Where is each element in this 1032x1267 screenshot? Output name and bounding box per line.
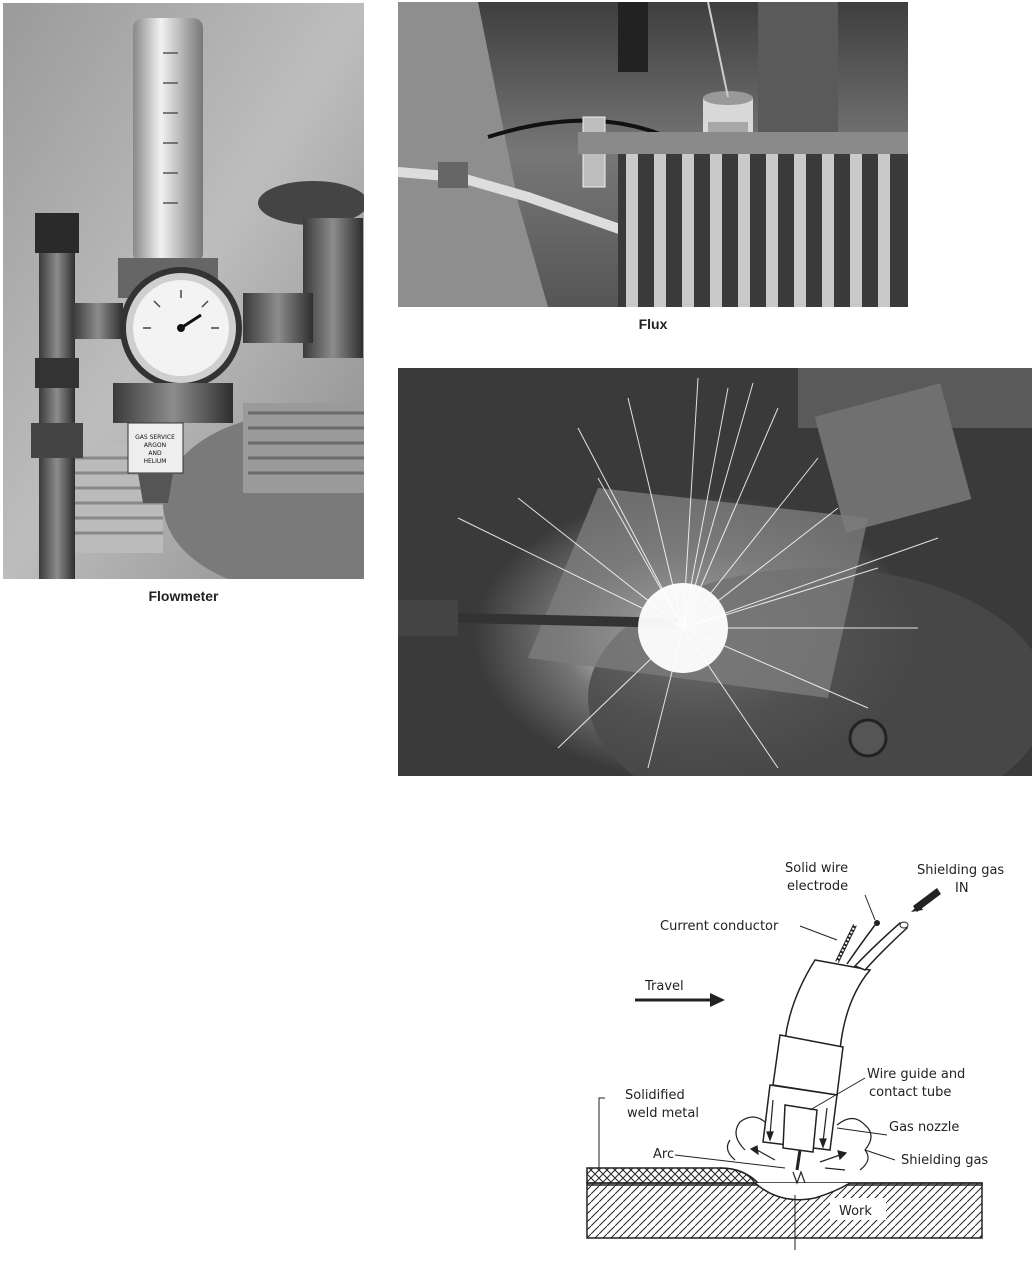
gas-in-arrow xyxy=(913,888,941,912)
flux-caption: Flux xyxy=(638,316,668,332)
gun-hose xyxy=(784,959,872,1051)
welding-sparks-photo xyxy=(398,368,1032,776)
gauge-tag-line2: ARGON xyxy=(144,442,166,449)
solidified-weld-metal xyxy=(586,1167,757,1184)
gauge-tag-line4: HELIUM xyxy=(144,458,167,465)
label-shielding-gas-in-line1: Shielding gas xyxy=(917,863,1004,878)
label-solid-wire-line1: Solid wire xyxy=(785,861,848,876)
flux-photo xyxy=(398,2,908,307)
weld-pool xyxy=(754,1182,851,1201)
shielding-gas-tube xyxy=(853,922,909,971)
label-solidified-line2: weld metal xyxy=(627,1106,699,1121)
flowmeter-photo: GAS SERVICE ARGON AND HELIUM xyxy=(3,3,364,579)
label-wire-guide-line2: contact tube xyxy=(869,1085,951,1100)
label-current-conductor: Current conductor xyxy=(660,919,779,934)
flowmeter-caption: Flowmeter xyxy=(148,588,219,604)
label-gas-nozzle: Gas nozzle xyxy=(889,1120,959,1135)
arc xyxy=(792,1170,806,1185)
gauge-tag-line1: GAS SERVICE xyxy=(135,434,175,441)
label-work: Work xyxy=(839,1204,872,1219)
contact-tube xyxy=(782,1104,818,1153)
mig-welding-diagram: Solid wire electrode Shielding gas IN Cu… xyxy=(586,861,1004,1250)
label-arc: Arc xyxy=(653,1147,674,1162)
gauge-tag-line3: AND xyxy=(148,450,162,457)
solid-wire-electrode xyxy=(846,924,876,965)
label-shielding-gas: Shielding gas xyxy=(901,1153,988,1168)
label-shielding-gas-in-line2: IN xyxy=(955,881,969,896)
label-solid-wire-line2: electrode xyxy=(787,879,848,894)
label-travel: Travel xyxy=(644,979,684,994)
label-solidified-line1: Solidified xyxy=(625,1088,685,1103)
label-wire-guide-line1: Wire guide and xyxy=(867,1067,965,1082)
